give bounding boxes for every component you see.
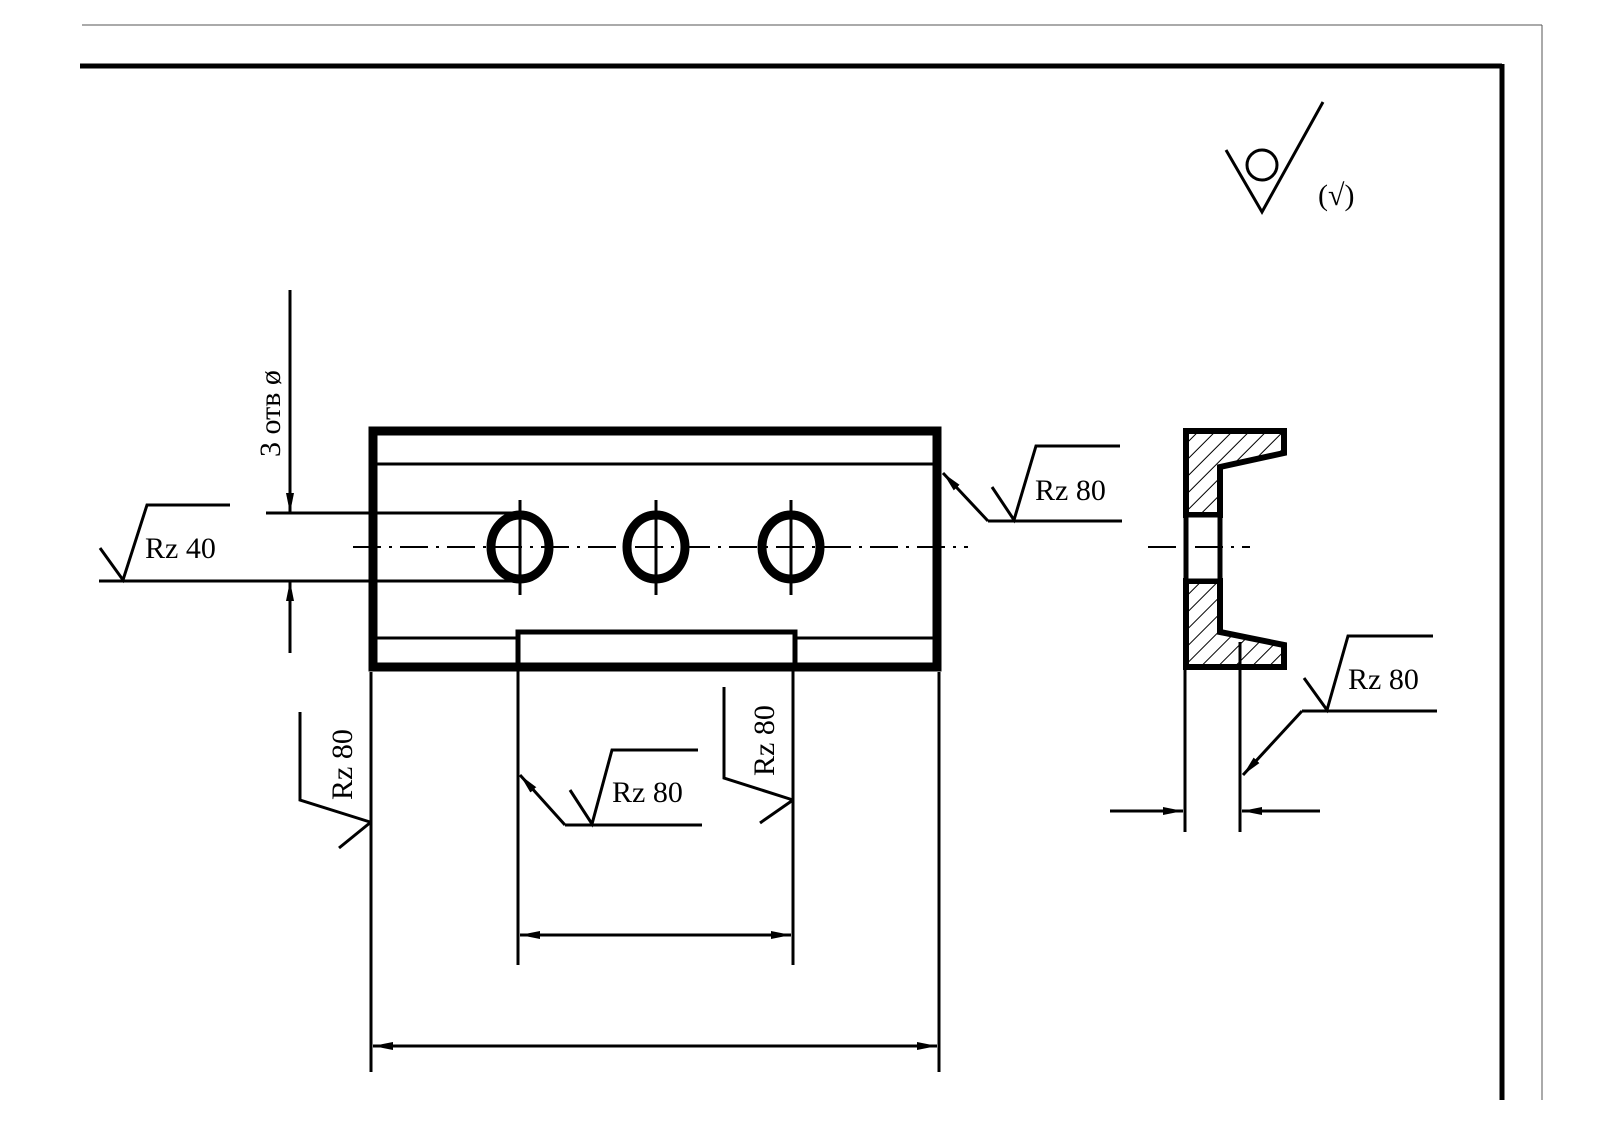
roughness-callout-rz40: Rz 40 xyxy=(98,503,266,584)
roughness-callout-rz80-slot-vertical: Rz 80 xyxy=(722,687,794,825)
rz80-left-label: Rz 80 xyxy=(326,729,359,800)
rz80-slot-label: Rz 80 xyxy=(612,776,683,809)
rz80-right-label: Rz 80 xyxy=(1035,474,1106,507)
slot-outline xyxy=(515,629,798,670)
front-view xyxy=(353,426,968,672)
holes xyxy=(486,500,825,595)
drawing-frame xyxy=(80,24,1543,1100)
general-roughness-symbol: (√) xyxy=(1224,101,1354,216)
rz80-side-label: Rz 80 xyxy=(1348,663,1419,696)
general-roughness-bracket: (√) xyxy=(1318,179,1354,212)
roughness-callout-rz80-side: Rz 80 xyxy=(1241,634,1437,777)
hole-note-label: 3 отв ø xyxy=(254,370,287,457)
roughness-callout-rz80-left: Rz 80 xyxy=(298,712,372,850)
section-lower xyxy=(1183,578,1287,670)
slot-width-dimension xyxy=(516,667,795,965)
hole-diameter-dimension: 3 отв ø xyxy=(254,290,520,653)
overall-width-dimension xyxy=(369,672,941,1072)
rz40-label: Rz 40 xyxy=(145,532,216,565)
roughness-callout-rz80-right: Rz 80 xyxy=(941,444,1122,524)
roughness-callout-rz80-slot: Rz 80 xyxy=(518,748,702,828)
machining-not-required-symbol xyxy=(1224,101,1325,216)
section-upper xyxy=(1183,428,1287,518)
rz80-slot-vertical-label: Rz 80 xyxy=(748,705,781,776)
side-section-view xyxy=(1110,428,1320,832)
